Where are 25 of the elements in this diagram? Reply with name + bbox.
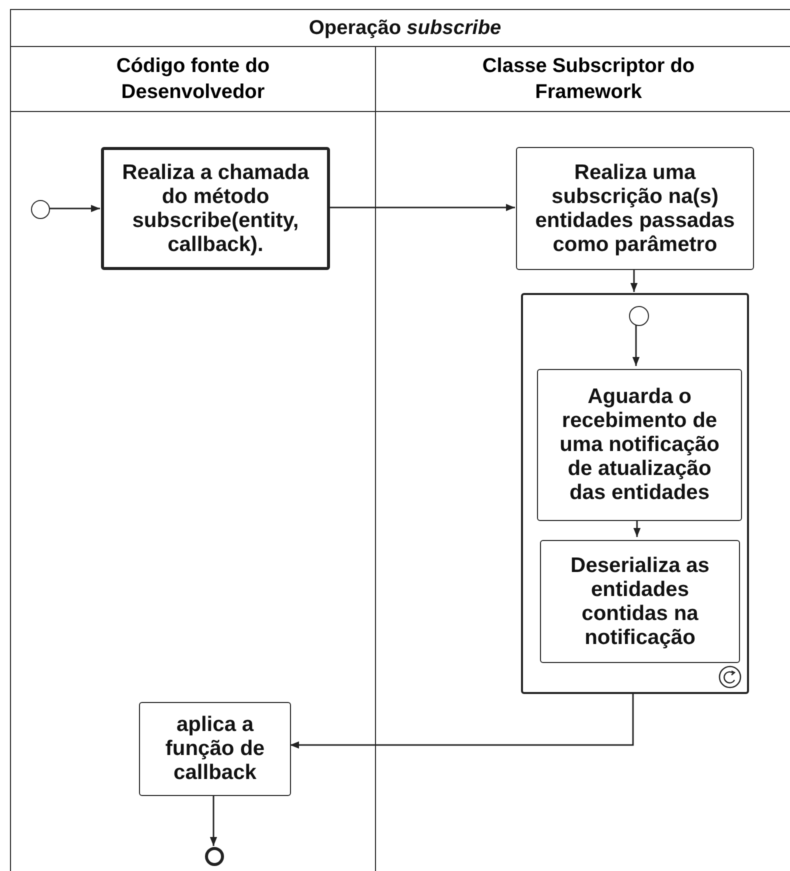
start-event-circle <box>629 306 649 326</box>
activity-label: Realiza uma subscrição na(s) entidades passadas como parâmetro <box>534 160 736 256</box>
activity-box <box>537 369 742 521</box>
pool-title: Operação subscribe <box>308 16 502 40</box>
activity-label: Deserializa as entidades contidas na notificação <box>570 554 710 650</box>
start-event-circle <box>31 200 50 219</box>
activity-label: Realiza a chamada do método subscribe(entity, callback). <box>121 160 310 256</box>
activity-box <box>516 147 754 270</box>
swimlane <box>11 46 376 871</box>
lane-header: Classe Subscriptor do Framework <box>481 54 696 104</box>
swimlane-pool <box>10 9 790 871</box>
arrow <box>329 204 515 212</box>
arrow <box>630 269 638 292</box>
activity-box <box>540 540 740 663</box>
loop-subprocess-box <box>521 293 749 694</box>
arrow <box>210 795 218 846</box>
activity-box <box>139 702 291 796</box>
lane-header: Código fonte do Desenvolvedor <box>115 54 271 104</box>
arrow <box>49 204 100 212</box>
activity-label: aplica a função de callback <box>164 713 266 785</box>
end-event-circle <box>205 847 224 866</box>
activity-box <box>101 147 330 270</box>
arrow <box>290 693 634 749</box>
arrow <box>632 323 640 366</box>
activity-label: Aguarda o recebimento de uma notificação de atualização das entidades <box>558 385 720 505</box>
